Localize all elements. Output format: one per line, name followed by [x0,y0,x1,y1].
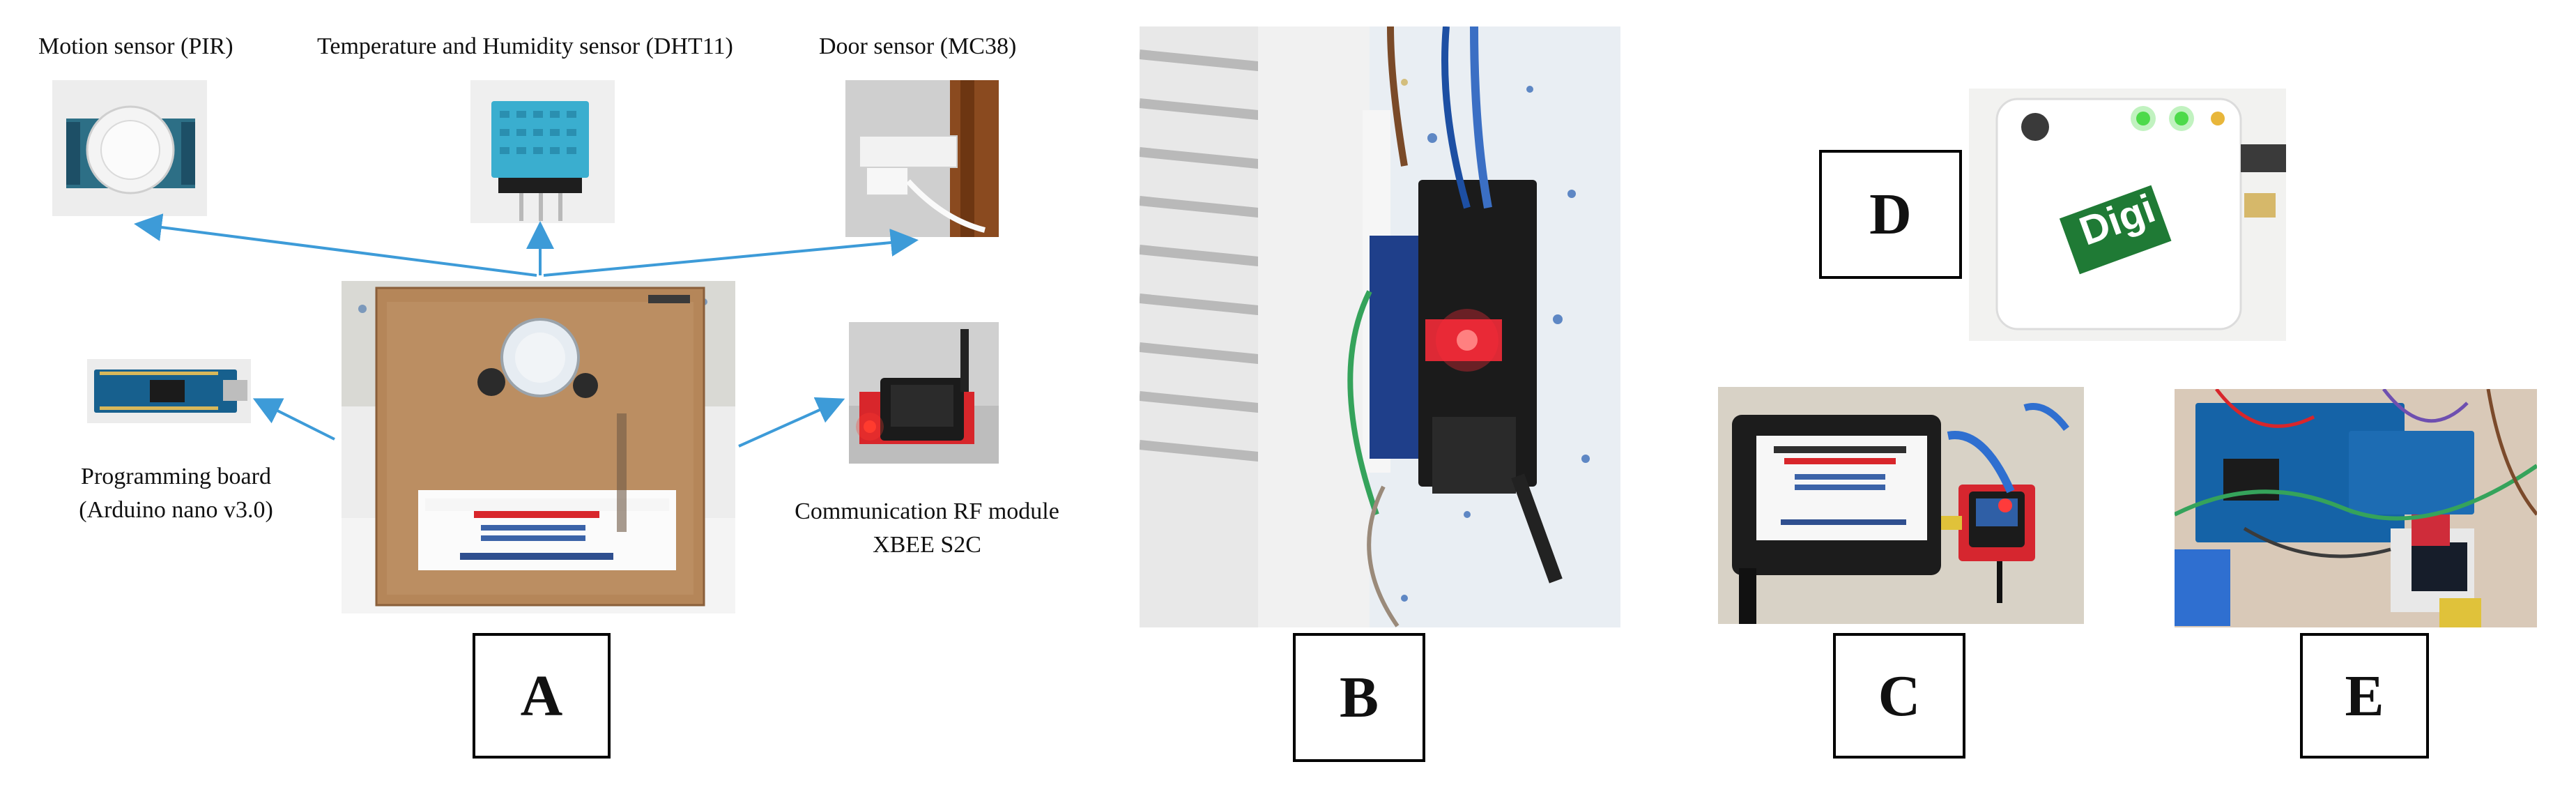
panel-label-a: A [473,633,611,759]
panel-label-d: D [1819,150,1962,279]
programming-board-caption: Programming board (Arduino nano v3.0) [56,460,296,527]
main-node-photo [342,281,735,613]
panel-label-e: E [2300,633,2429,759]
door-sensor-caption: Door sensor (MC38) [819,33,1017,59]
arrow-to-pir [134,213,537,277]
panel-label-c: C [1833,633,1965,759]
rf-module-caption: Communication RF module XBEE S2C [767,495,1087,562]
arrow-to-xbee [738,397,845,448]
digi-gateway-photo: Digi [1969,89,2286,341]
temp-humidity-sensor-caption: Temperature and Humidity sensor (DHT11) [317,33,733,59]
panel-label-b: B [1293,633,1425,762]
arduino-uno-setup-photo [2175,389,2537,627]
pir-sensor-photo [52,80,207,216]
arrow-to-door-sensor [543,229,919,277]
installed-node-photo [1140,26,1620,627]
coordinator-node-photo [1718,387,2084,624]
door-sensor-photo [845,80,999,237]
arduino-nano-photo [87,359,251,423]
motion-sensor-caption: Motion sensor (PIR) [38,33,233,59]
programming-board-caption-line1: Programming board [81,464,271,489]
programming-board-caption-line2: (Arduino nano v3.0) [79,497,273,523]
rf-module-caption-line1: Communication RF module [795,498,1059,524]
dht11-sensor-photo [470,80,615,223]
xbee-rf-module-photo [849,322,999,464]
rf-module-caption-line2: XBEE S2C [873,532,981,558]
arrow-to-arduino [252,398,335,441]
panel-a-arrows [134,213,919,448]
